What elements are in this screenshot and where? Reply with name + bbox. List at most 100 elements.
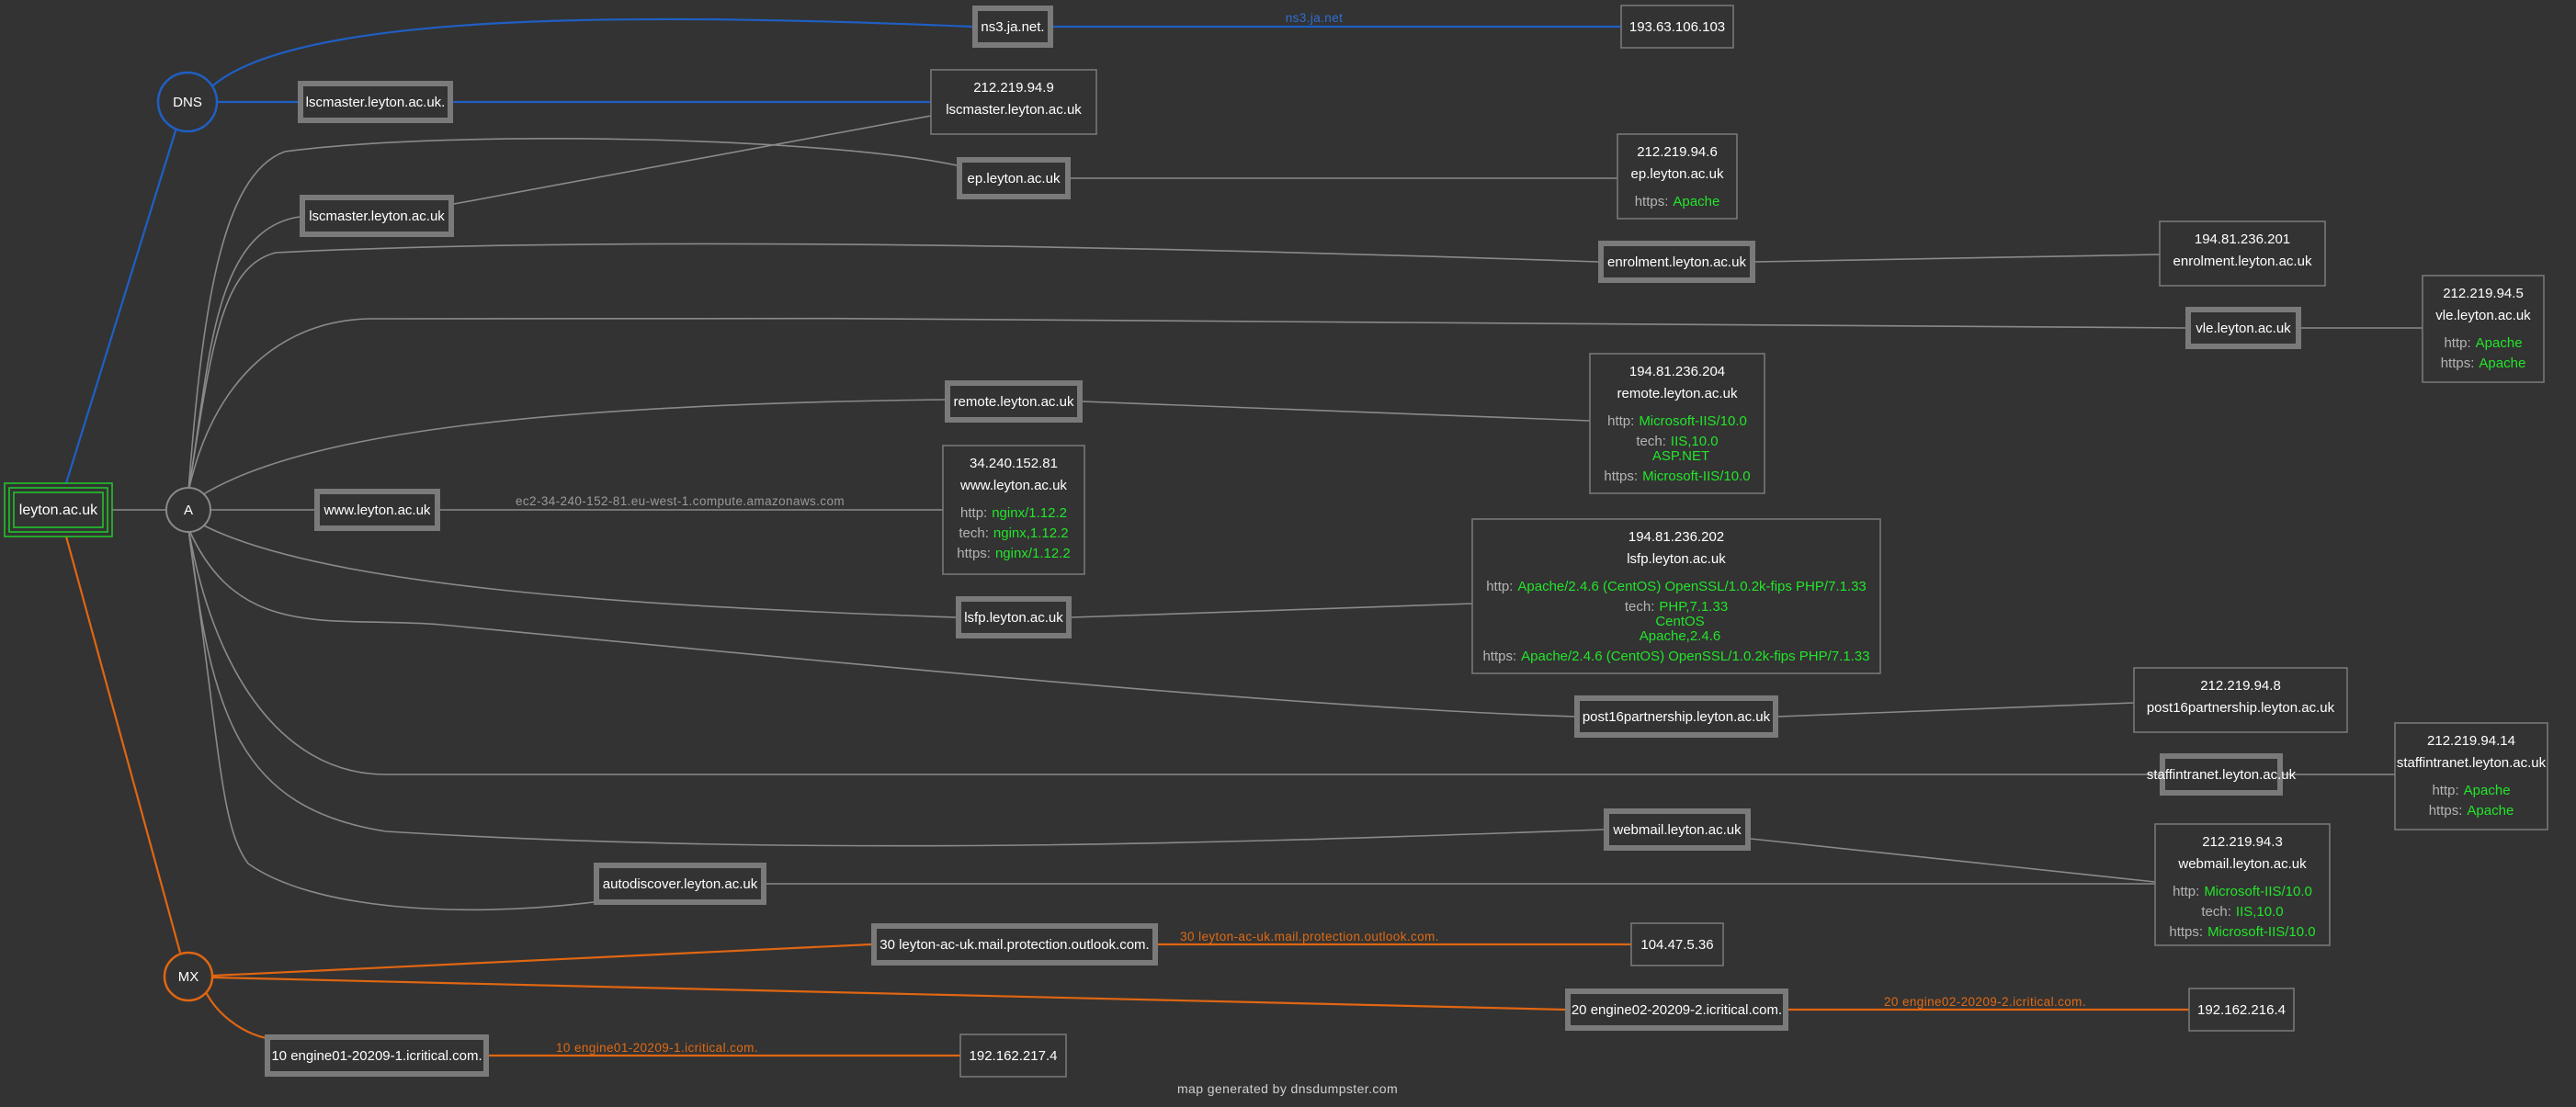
edge-label-outlook: 30 leyton-ac-uk.mail.protection.outlook.… [1180, 930, 1439, 943]
banner-value: Microsoft-IIS/10.0 [2204, 884, 2312, 899]
banner-value: nginx,1.12.2 [993, 525, 1069, 541]
ip-node[interactable]: 212.219.94.5vle.leyton.ac.ukhttp:Apacheh… [2422, 275, 2545, 383]
host-node-box [945, 380, 1083, 423]
a-group-label: A [184, 503, 193, 518]
host-node[interactable]: webmail.leyton.ac.uk [1604, 808, 1751, 851]
edge-mx-outlook [212, 943, 872, 977]
banner-value: Apache/2.4.6 (CentOS) OpenSSL/1.0.2k-fip… [1517, 579, 1866, 594]
ip-hostname: post16partnership.leyton.ac.uk [2147, 700, 2335, 716]
banner-line: https:Apache [1635, 194, 1720, 209]
ip-node[interactable]: 194.81.236.201 enrolment.leyton.ac.uk [2159, 220, 2326, 287]
ip-hostname: enrolment.leyton.ac.uk [2173, 254, 2312, 269]
banner-value: Apache [2464, 783, 2511, 798]
host-node[interactable]: ns3.ja.net. [972, 6, 1053, 48]
host-node-box [314, 489, 440, 531]
host-node[interactable]: www.leyton.ac.uk [314, 489, 440, 531]
host-node-box [972, 6, 1053, 48]
banner-key: tech: [1636, 434, 1666, 449]
mx-group-label: MX [178, 969, 199, 985]
ip-node[interactable]: 212.219.94.8post16partnership.leyton.ac.… [2133, 667, 2348, 733]
banner-value: nginx/1.12.2 [992, 505, 1067, 521]
ip-node-box [942, 445, 1085, 575]
ip-address: 212.219.94.9 [973, 80, 1054, 96]
root-label: leyton.ac.uk [19, 503, 98, 518]
host-node-box [1574, 695, 1778, 738]
host-node-layer: ns3.ja.net. lscmaster.leyton.ac.uk. lscmas… [265, 6, 2301, 1077]
banner-extra: CentOS [1655, 614, 1704, 629]
ip-address: 34.240.152.81 [970, 456, 1058, 471]
edge-label-www: ec2-34-240-152-81.eu-west-1.compute.amaz… [516, 494, 845, 508]
edge-dns-ns3 [212, 17, 973, 86]
edge-remote-ip [1082, 401, 1591, 422]
banner-key: https: [1482, 649, 1516, 664]
ip-address: 212.219.94.3 [2202, 834, 2283, 850]
edge-mx-engine02 [212, 976, 1566, 1011]
ip-hostname: www.leyton.ac.uk [959, 478, 1067, 493]
ip-node-box [2188, 988, 2295, 1032]
banner-key: https: [2169, 924, 2203, 940]
banner-line: tech:nginx,1.12.2 [959, 525, 1068, 541]
host-label: lscmaster.leyton.ac.uk [309, 209, 445, 224]
banner-line: http:Microsoft-IIS/10.0 [1607, 413, 1747, 429]
edge-a-webmail [187, 527, 1605, 847]
host-node-box [594, 863, 766, 905]
banner-line: http:Apache [2432, 783, 2510, 798]
ip-node-box [2133, 667, 2348, 733]
ip-node[interactable]: 192.162.216.4 [2188, 988, 2295, 1032]
host-node[interactable]: ep.leyton.ac.uk [957, 157, 1071, 199]
banner-key: http: [1486, 579, 1513, 594]
ip-node[interactable]: 194.81.236.202lsfp.leyton.ac.ukhttp:Apac… [1471, 518, 1881, 674]
banner-extra: Apache,2.4.6 [1640, 628, 1720, 644]
banner-key: https: [2441, 356, 2475, 371]
host-node[interactable]: enrolment.leyton.ac.uk [1598, 241, 1755, 283]
host-label: lscmaster.leyton.ac.uk. [306, 95, 446, 110]
ip-address: 194.81.236.201 [2195, 232, 2290, 247]
ip-node[interactable]: 194.81.236.204remote.leyton.ac.ukhttp:Mi… [1589, 353, 1765, 494]
banner-line: https:Microsoft-IIS/10.0 [2169, 924, 2315, 940]
ip-hostname: vle.leyton.ac.uk [2435, 308, 2531, 323]
host-node[interactable]: post16partnership.leyton.ac.uk [1574, 695, 1778, 738]
host-label: enrolment.leyton.ac.uk [1607, 254, 1746, 270]
ip-node[interactable]: 212.219.94.3webmail.leyton.ac.ukhttp:Mic… [2154, 823, 2331, 946]
edge-a-lscmaster [187, 216, 301, 492]
edge-lsfp-ip [1071, 603, 1473, 618]
host-node[interactable]: vle.leyton.ac.uk [2185, 307, 2301, 349]
banner-key: https: [957, 546, 991, 561]
edge-layer [64, 17, 2423, 1057]
banner-value: Apache/2.4.6 (CentOS) OpenSSL/1.0.2k-fip… [1521, 649, 1869, 664]
host-node[interactable]: 30 leyton-ac-uk.mail.protection.outlook.… [871, 923, 1158, 966]
ip-node-box [1471, 518, 1881, 674]
host-label: vle.leyton.ac.uk [2196, 321, 2291, 336]
ip-node[interactable]: 34.240.152.81 www.leyton.ac.uk http:nginx/… [942, 445, 1085, 575]
mx-group-node[interactable]: MX [163, 951, 214, 1002]
host-node[interactable]: 10 engine01-20209-1.icritical.com. [265, 1034, 489, 1077]
ip-node[interactable]: 193.63.106.103 [1620, 5, 1734, 49]
ip-node[interactable]: 104.47.5.36 [1630, 922, 1724, 966]
ip-hostname: lsfp.leyton.ac.uk [1627, 551, 1726, 567]
group-node-layer: leyton.ac.uk DNS A MX [4, 71, 219, 1002]
host-node[interactable]: autodiscover.leyton.ac.uk [594, 863, 766, 905]
a-group-node[interactable]: A [165, 487, 211, 533]
host-node[interactable]: 20 engine02-20209-2.icritical.com. [1565, 988, 1788, 1031]
host-node[interactable]: lscmaster.leyton.ac.uk [300, 195, 454, 237]
host-node-box [957, 157, 1071, 199]
host-node[interactable]: lsfp.leyton.ac.uk [956, 596, 1072, 638]
edge-webmail-ip [1750, 838, 2156, 883]
banner-line: http:nginx/1.12.2 [960, 505, 1067, 521]
dns-group-node[interactable]: DNS [156, 71, 219, 133]
edge-label-layer: ns3.ja.net ec2-34-240-152-81.eu-west-1.c… [516, 11, 2086, 1055]
edge-a-lsfp [199, 523, 957, 618]
host-node[interactable]: remote.leyton.ac.uk [945, 380, 1083, 423]
ip-address: 192.162.216.4 [2197, 1002, 2286, 1018]
host-node[interactable]: lscmaster.leyton.ac.uk. [298, 81, 453, 123]
ip-node-box [1620, 5, 1734, 49]
root-node[interactable]: leyton.ac.uk [4, 482, 113, 537]
edge-a-ep [187, 138, 958, 492]
ip-node-box [1630, 922, 1724, 966]
host-node[interactable]: staffintranet.leyton.ac.uk [2147, 753, 2297, 796]
ip-node[interactable]: 212.219.94.14staffintranet.leyton.ac.ukh… [2394, 722, 2548, 830]
ip-node[interactable]: 192.162.217.4 [959, 1034, 1067, 1078]
edge-mx-engine01 [205, 991, 267, 1040]
